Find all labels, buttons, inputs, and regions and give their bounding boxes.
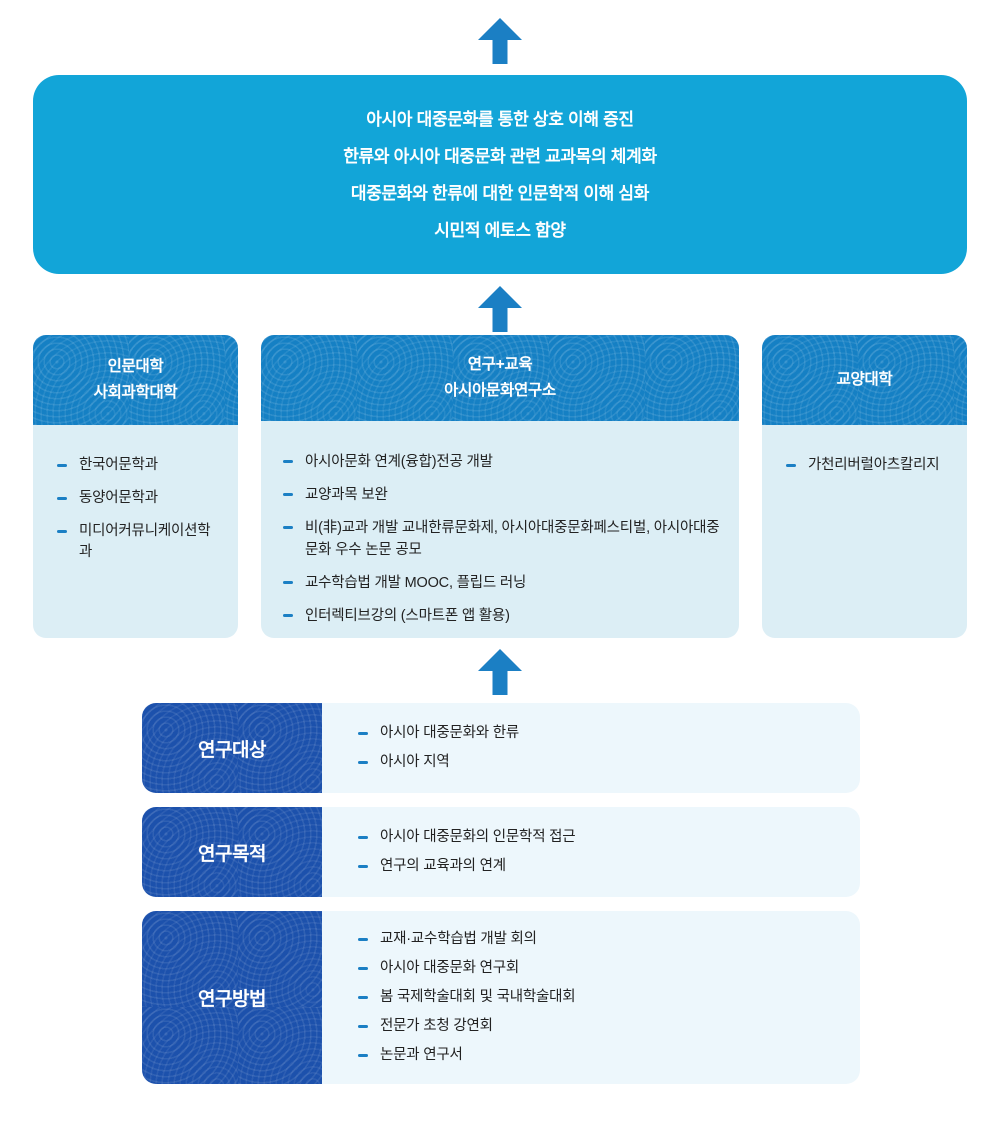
- dash-bullet-icon: [358, 967, 368, 970]
- list-item: 한국어문학과: [57, 455, 220, 476]
- dash-bullet-icon: [57, 464, 67, 467]
- list-item: 논문과 연구서: [358, 1045, 860, 1066]
- program-list: 아시아문화 연계(융합)전공 개발 교양과목 보완 비(非)교과 개발 교내한류…: [283, 451, 721, 627]
- up-arrow-icon: [478, 649, 522, 695]
- list-item: 교수학습법 개발 MOOC, 플립드 러닝: [283, 572, 721, 594]
- row-item-list: 아시아 대중문화의 인문학적 접근 연구의 교육과의 연계: [358, 827, 860, 877]
- list-item: 동양어문학과: [57, 488, 220, 509]
- dash-bullet-icon: [283, 526, 293, 529]
- dash-bullet-icon: [283, 581, 293, 584]
- row-content: 교재·교수학습법 개발 회의 아시아 대중문화 연구회 봄 국제학술대회 및 국…: [322, 911, 860, 1084]
- goal-box: 아시아 대중문화를 통한 상호 이해 증진 한류와 아시아 대중문화 관련 교과…: [33, 75, 967, 274]
- dash-bullet-icon: [358, 1054, 368, 1057]
- row-research-method: 연구방법 교재·교수학습법 개발 회의 아시아 대중문화 연구회 봄 국제학술대…: [142, 911, 860, 1084]
- dash-bullet-icon: [283, 614, 293, 617]
- list-item-text: 연구의 교육과의 연계: [380, 858, 506, 874]
- row-label: 연구대상: [142, 703, 322, 793]
- row-label-text: 연구목적: [198, 843, 266, 865]
- list-item-text: 교수학습법 개발 MOOC, 플립드 러닝: [305, 575, 527, 591]
- list-item: 전문가 초청 강연회: [358, 1016, 860, 1037]
- research-rows: 연구대상 아시아 대중문화와 한류 아시아 지역 연구목적: [142, 703, 860, 1084]
- list-item: 아시아 지역: [358, 752, 860, 773]
- row-content: 아시아 대중문화와 한류 아시아 지역: [322, 703, 860, 793]
- column-title: 연구+교육: [467, 356, 533, 373]
- list-item-text: 동양어문학과: [79, 490, 158, 506]
- row-research-purpose: 연구목적 아시아 대중문화의 인문학적 접근 연구의 교육과의 연계: [142, 807, 860, 897]
- list-item: 아시아문화 연계(융합)전공 개발: [283, 451, 721, 473]
- dash-bullet-icon: [358, 732, 368, 735]
- column-title: 인문대학: [107, 358, 164, 375]
- up-arrow-icon: [478, 286, 522, 332]
- column-body: 한국어문학과 동양어문학과 미디어커뮤니케이션학과: [33, 425, 238, 638]
- column-body: 아시아문화 연계(융합)전공 개발 교양과목 보완 비(非)교과 개발 교내한류…: [261, 421, 739, 638]
- up-arrow-icon: [478, 18, 522, 64]
- list-item-text: 아시아 지역: [380, 754, 450, 770]
- list-item-text: 아시아문화 연계(융합)전공 개발: [305, 454, 493, 470]
- column-body: 가천리버럴아츠칼리지: [762, 425, 967, 638]
- dash-bullet-icon: [358, 938, 368, 941]
- list-item-text: 아시아 대중문화와 한류: [380, 725, 520, 741]
- dash-bullet-icon: [358, 836, 368, 839]
- dash-bullet-icon: [358, 761, 368, 764]
- list-item: 교재·교수학습법 개발 회의: [358, 929, 860, 950]
- list-item: 가천리버럴아츠칼리지: [786, 455, 949, 476]
- college-columns: 인문대학 사회과학대학 한국어문학과 동양어문학과 미디어커뮤니케이션학과: [33, 335, 967, 638]
- row-item-list: 교재·교수학습법 개발 회의 아시아 대중문화 연구회 봄 국제학술대회 및 국…: [358, 929, 860, 1066]
- list-item-text: 논문과 연구서: [380, 1047, 463, 1063]
- list-item-text: 미디어커뮤니케이션학과: [79, 523, 211, 560]
- column-liberal-arts: 교양대학 가천리버럴아츠칼리지: [762, 335, 967, 638]
- list-item-text: 인터렉티브강의 (스마트폰 앱 활용): [305, 608, 510, 624]
- column-humanities: 인문대학 사회과학대학 한국어문학과 동양어문학과 미디어커뮤니케이션학과: [33, 335, 238, 638]
- list-item: 교양과목 보완: [283, 484, 721, 506]
- list-item-text: 아시아 대중문화의 인문학적 접근: [380, 829, 576, 845]
- dash-bullet-icon: [283, 493, 293, 496]
- dash-bullet-icon: [57, 497, 67, 500]
- dash-bullet-icon: [283, 460, 293, 463]
- list-item-text: 아시아 대중문화 연구회: [380, 960, 520, 976]
- list-item-text: 봄 국제학술대회 및 국내학술대회: [380, 989, 576, 1005]
- dash-bullet-icon: [786, 464, 796, 467]
- list-item-text: 한국어문학과: [79, 457, 158, 473]
- list-item: 연구의 교육과의 연계: [358, 856, 860, 877]
- row-label-text: 연구방법: [198, 989, 266, 1010]
- row-content: 아시아 대중문화의 인문학적 접근 연구의 교육과의 연계: [322, 807, 860, 897]
- column-header: 교양대학: [762, 335, 967, 425]
- dash-bullet-icon: [358, 1025, 368, 1028]
- column-title: 아시아문화연구소: [444, 382, 556, 399]
- list-item-text: 전문가 초청 강연회: [380, 1018, 493, 1034]
- row-label-text: 연구대상: [198, 739, 266, 761]
- list-item: 아시아 대중문화의 인문학적 접근: [358, 827, 860, 848]
- dash-bullet-icon: [358, 996, 368, 999]
- column-title: 교양대학: [836, 371, 893, 388]
- goal-line: 시민적 에토스 함양: [434, 220, 566, 240]
- list-item: 비(非)교과 개발 교내한류문화제, 아시아대중문화페스티벌, 아시아대중문화 …: [283, 517, 721, 561]
- column-header: 인문대학 사회과학대학: [33, 335, 238, 425]
- list-item: 미디어커뮤니케이션학과: [57, 521, 220, 563]
- row-item-list: 아시아 대중문화와 한류 아시아 지역: [358, 723, 860, 773]
- list-item-text: 가천리버럴아츠칼리지: [808, 457, 940, 473]
- column-title: 사회과학대학: [93, 384, 178, 401]
- list-item: 아시아 대중문화와 한류: [358, 723, 860, 744]
- goal-line: 한류와 아시아 대중문화 관련 교과목의 체계화: [343, 146, 657, 166]
- column-research-institute: 연구+교육 아시아문화연구소 아시아문화 연계(융합)전공 개발 교양과목 보완: [261, 335, 739, 638]
- list-item: 아시아 대중문화 연구회: [358, 958, 860, 979]
- department-list: 가천리버럴아츠칼리지: [786, 455, 949, 476]
- column-header: 연구+교육 아시아문화연구소: [261, 335, 739, 421]
- dash-bullet-icon: [57, 530, 67, 533]
- list-item: 인터렉티브강의 (스마트폰 앱 활용): [283, 605, 721, 627]
- list-item-text: 교재·교수학습법 개발 회의: [380, 931, 537, 947]
- row-label: 연구방법: [142, 911, 322, 1084]
- goal-line: 대중문화와 한류에 대한 인문학적 이해 심화: [350, 183, 650, 203]
- row-label: 연구목적: [142, 807, 322, 897]
- row-research-target: 연구대상 아시아 대중문화와 한류 아시아 지역: [142, 703, 860, 793]
- list-item: 봄 국제학술대회 및 국내학술대회: [358, 987, 860, 1008]
- list-item-text: 교양과목 보완: [305, 487, 388, 503]
- dash-bullet-icon: [358, 865, 368, 868]
- goal-line: 아시아 대중문화를 통한 상호 이해 증진: [366, 109, 634, 129]
- department-list: 한국어문학과 동양어문학과 미디어커뮤니케이션학과: [57, 455, 220, 563]
- list-item-text: 비(非)교과 개발 교내한류문화제, 아시아대중문화페스티벌, 아시아대중문화 …: [305, 520, 720, 558]
